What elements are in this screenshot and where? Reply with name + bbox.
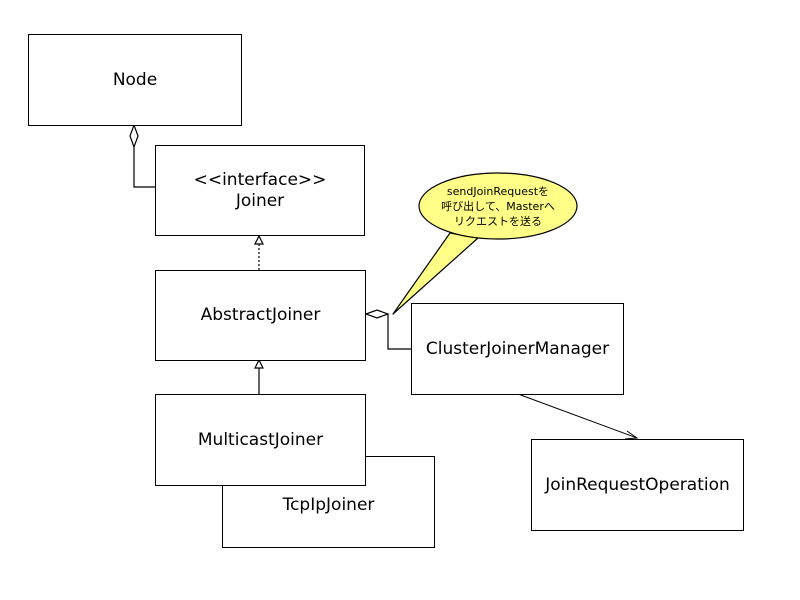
abstract-joiner-manager-aggregation xyxy=(364,309,411,350)
class-joiner-stereotype: <<interface>> xyxy=(193,169,327,190)
abstract-joiner-realization xyxy=(254,234,264,270)
note-line-3: リクエストを送る xyxy=(454,214,542,228)
class-tcpip-joiner-label: TcpIpJoiner xyxy=(282,494,375,515)
class-join-request-operation: JoinRequestOperation xyxy=(531,439,744,531)
class-joiner: <<interface>> Joiner xyxy=(155,145,365,236)
note-callout-bubble xyxy=(392,172,578,315)
class-cluster-joiner-manager: ClusterJoinerManager xyxy=(411,303,624,395)
class-join-request-operation-label: JoinRequestOperation xyxy=(545,474,730,495)
note-line-1: sendJoinRequestを xyxy=(446,184,550,198)
class-cluster-joiner-manager-label: ClusterJoinerManager xyxy=(425,338,610,359)
node-joiner-aggregation xyxy=(129,123,155,188)
class-node-label: Node xyxy=(112,69,158,90)
note-line-2: 呼び出して、Masterへ xyxy=(441,199,555,213)
class-node: Node xyxy=(28,34,242,126)
manager-operation-dependency xyxy=(517,393,639,440)
multicast-joiner-generalization xyxy=(254,358,264,395)
class-multicast-joiner: MulticastJoiner xyxy=(155,394,366,486)
note-text: sendJoinRequestを 呼び出して、Masterへ リクエストを送る xyxy=(418,174,578,238)
class-joiner-label: Joiner xyxy=(235,190,285,211)
class-abstract-joiner-label: AbstractJoiner xyxy=(200,305,321,325)
class-multicast-joiner-label: MulticastJoiner xyxy=(197,429,324,450)
class-abstract-joiner: AbstractJoiner xyxy=(155,270,366,361)
